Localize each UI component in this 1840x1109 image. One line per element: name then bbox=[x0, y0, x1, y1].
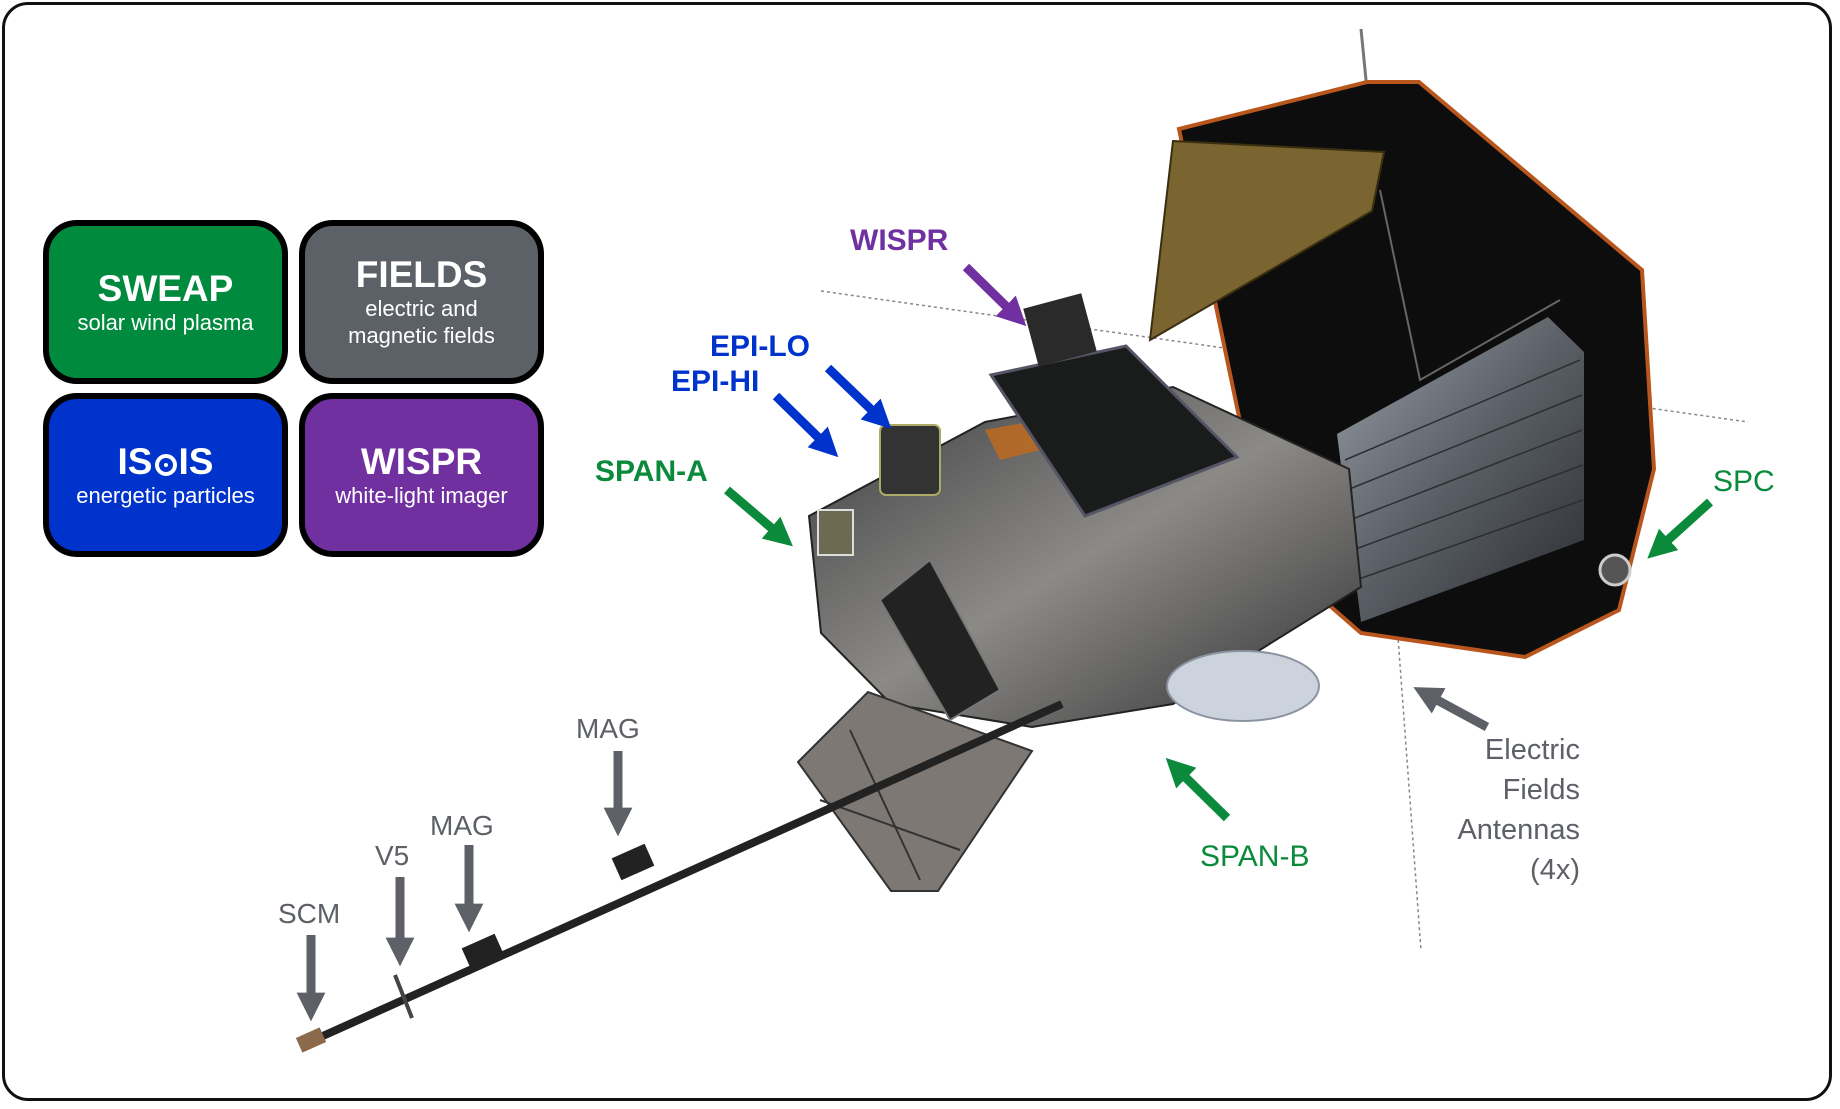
span-b-arrow bbox=[1165, 757, 1231, 822]
label-line: Fields bbox=[1502, 774, 1580, 806]
mag-inner-sensor bbox=[461, 933, 505, 971]
label-line: (4x) bbox=[1530, 854, 1580, 886]
legend-title: IS IS bbox=[117, 440, 214, 482]
epi-lo-arrow bbox=[824, 364, 892, 429]
spc-instrument bbox=[1598, 553, 1632, 587]
label-scm: SCM bbox=[278, 898, 341, 929]
scm-sensor bbox=[295, 1027, 327, 1053]
legend-subtitle: solar wind plasma bbox=[77, 309, 254, 335]
spc-arrow bbox=[1647, 498, 1714, 559]
label-span-a: SPAN-A bbox=[595, 455, 708, 488]
label-spc: SPC bbox=[1713, 465, 1775, 498]
legend-fields: FIELDS electric and magnetic fields bbox=[299, 220, 544, 384]
label-span-b: SPAN-B bbox=[1200, 840, 1310, 873]
legend-isois: IS IS energetic particles bbox=[43, 393, 288, 557]
legend-title: SWEAP bbox=[97, 267, 234, 309]
legend-sweap: SWEAP solar wind plasma bbox=[43, 220, 288, 384]
legend-subtitle: white-light imager bbox=[335, 482, 508, 508]
label-electric-fields-antennas: Electric Fields Antennas (4x) bbox=[1457, 730, 1580, 890]
sun-symbol-icon bbox=[154, 453, 177, 476]
label-wispr: WISPR bbox=[850, 224, 949, 257]
mag-outer-sensor bbox=[611, 843, 655, 881]
label-mag-outer: MAG bbox=[576, 713, 640, 744]
legend-subtitle: magnetic fields bbox=[348, 323, 495, 348]
legend-title-part: IS bbox=[117, 440, 153, 482]
label-epi-hi: EPI-HI bbox=[671, 365, 760, 398]
efa-arrow bbox=[1413, 687, 1490, 731]
label-v5: V5 bbox=[375, 840, 410, 871]
legend-title: WISPR bbox=[360, 440, 483, 482]
wispr-panel bbox=[988, 344, 1240, 518]
wispr-arrow bbox=[962, 263, 1027, 327]
label-epi-lo: EPI-LO bbox=[710, 330, 811, 363]
label-line: Electric bbox=[1484, 734, 1580, 766]
epi-hi-arrow bbox=[772, 392, 839, 458]
legend-wispr: WISPR white-light imager bbox=[299, 393, 544, 557]
legend-subtitle: energetic particles bbox=[76, 482, 255, 508]
label-mag-inner: MAG bbox=[430, 810, 494, 841]
radiator-panel bbox=[1337, 317, 1584, 622]
legend-title-part: IS bbox=[178, 440, 214, 482]
antenna-line bbox=[1395, 609, 1422, 951]
span-a-arrow bbox=[724, 486, 793, 547]
span-a-instrument bbox=[817, 509, 854, 556]
v5-sensor bbox=[393, 974, 414, 1019]
legend-subtitle: electric and bbox=[365, 296, 478, 321]
solar-array bbox=[1148, 139, 1386, 342]
epi-lo-instrument bbox=[879, 424, 941, 496]
legend-title: FIELDS bbox=[355, 254, 488, 295]
magnetometer-boom bbox=[303, 700, 1064, 1048]
antenna-dish bbox=[1166, 650, 1320, 722]
label-line: Antennas bbox=[1457, 814, 1580, 846]
